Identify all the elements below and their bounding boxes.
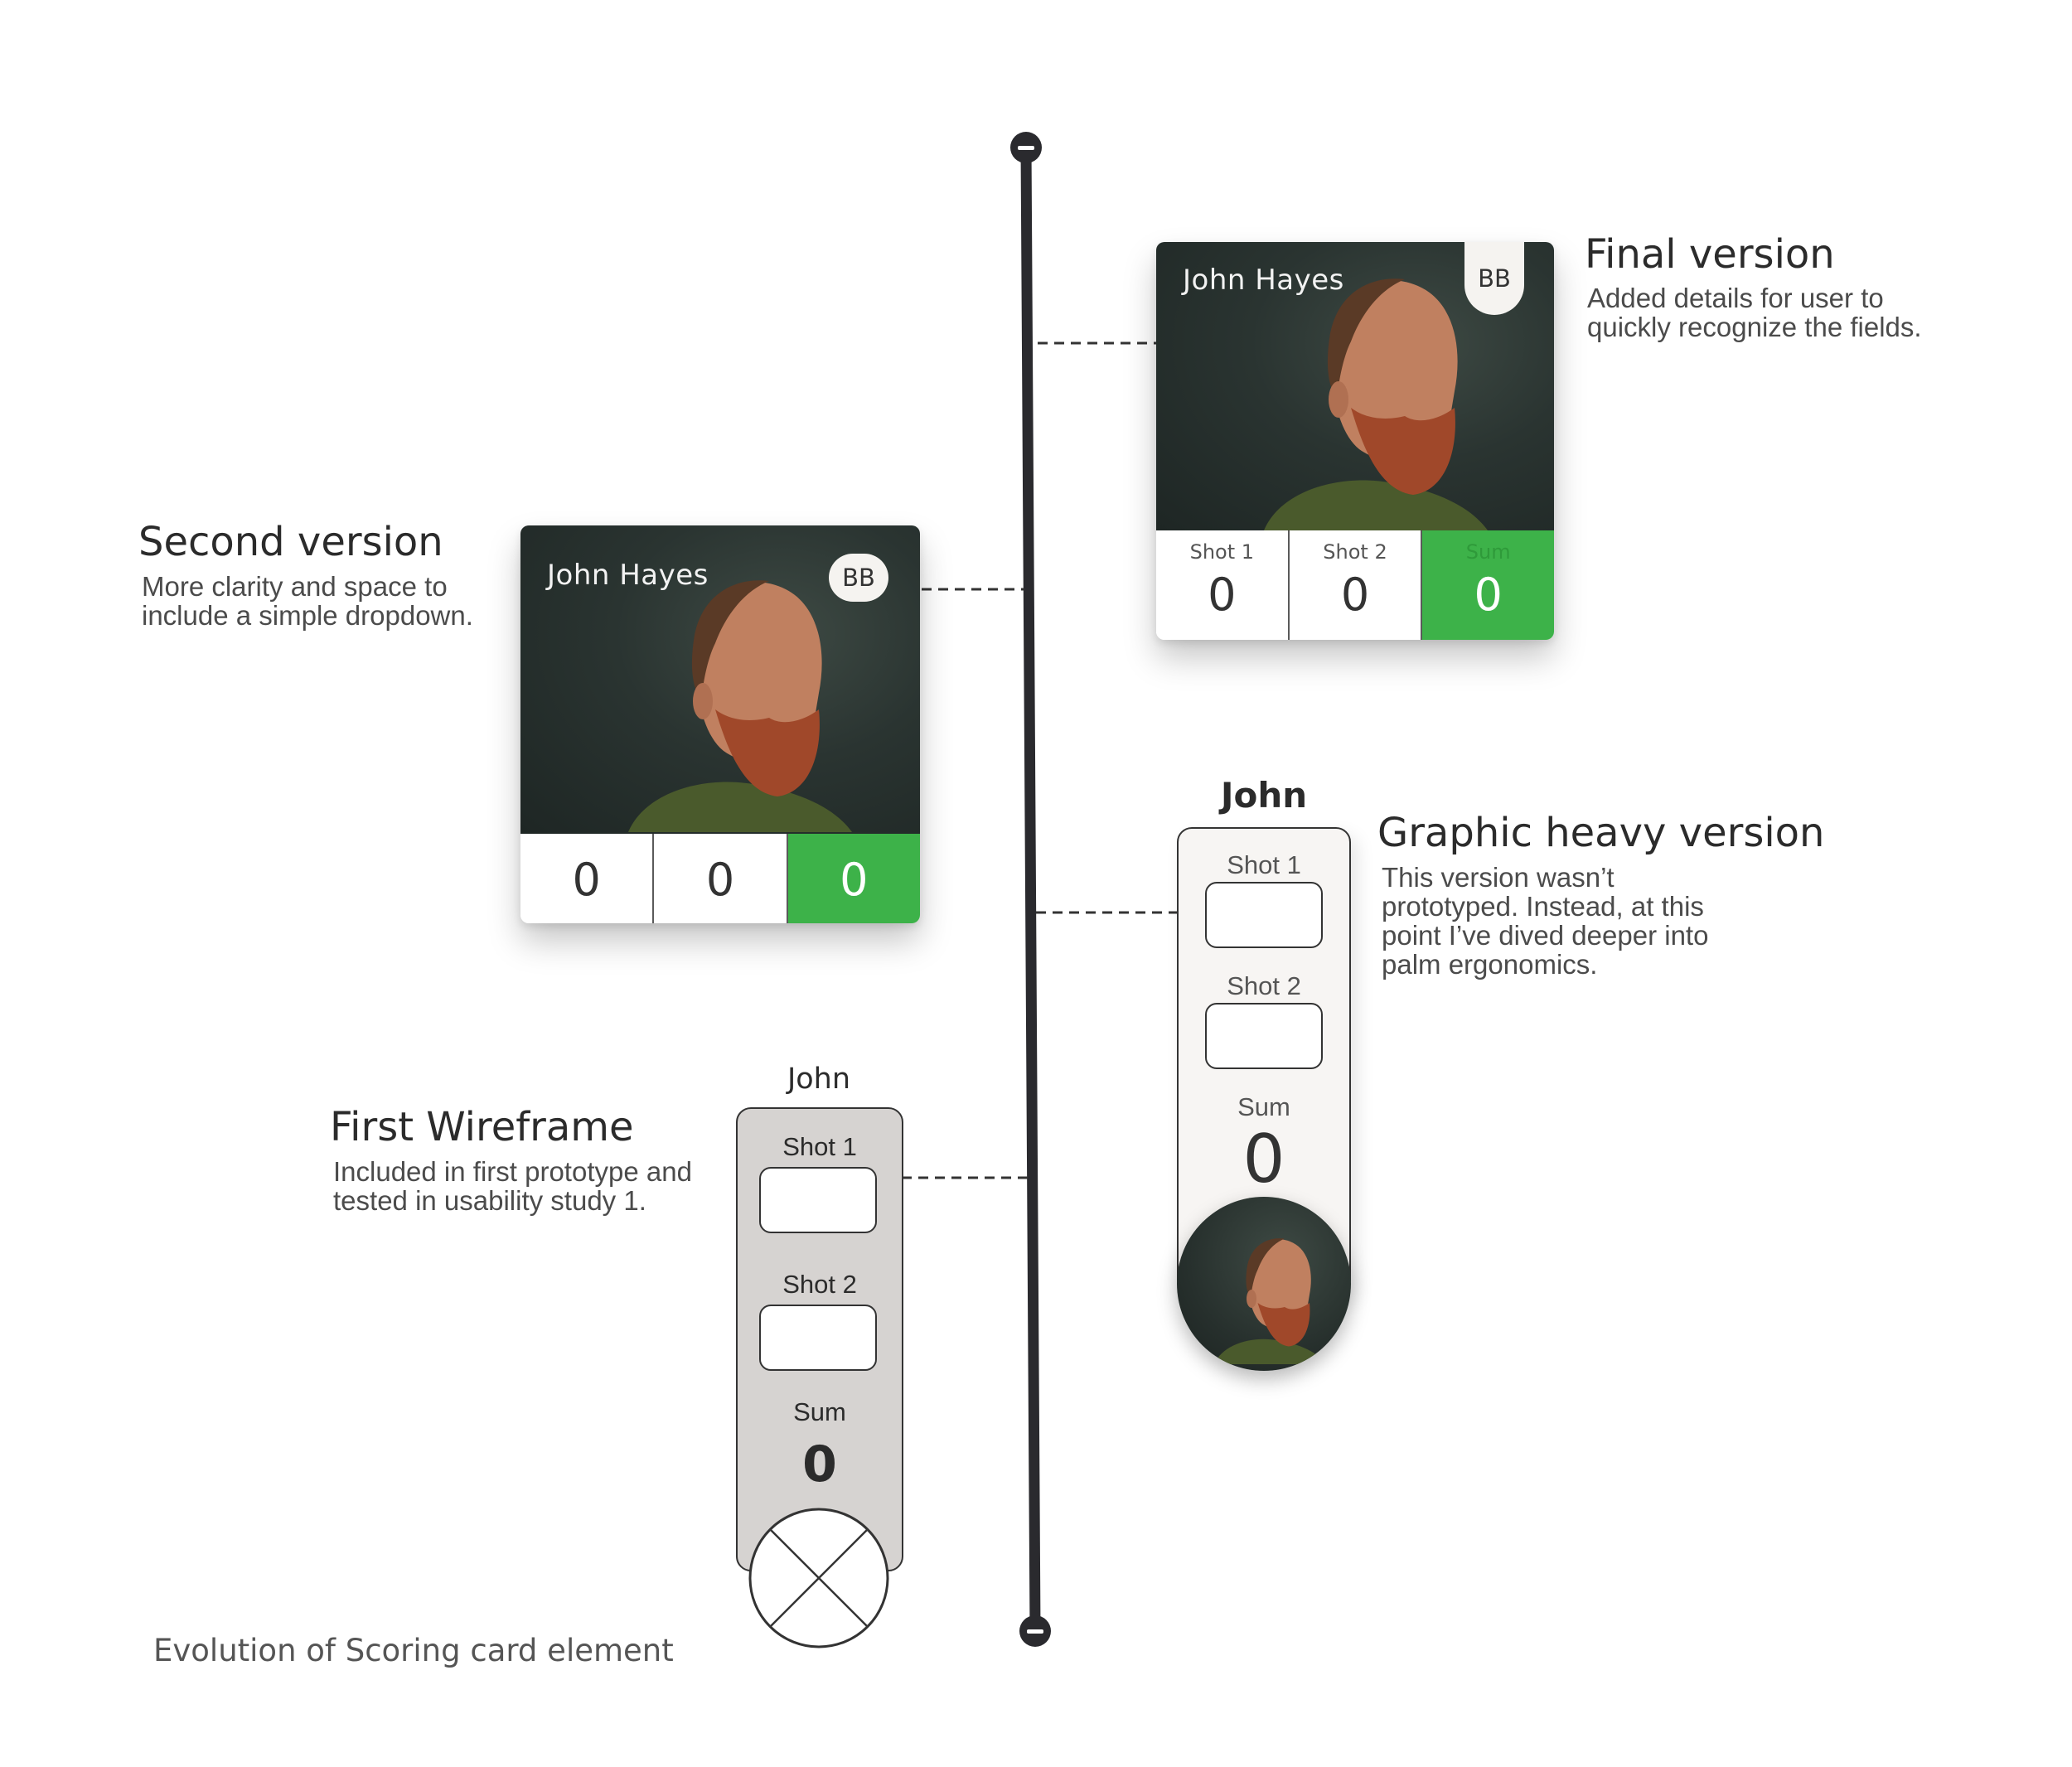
shot-1-cell[interactable]: Shot 1 0 [1156,530,1290,640]
sum-cell: Sum 0 [1422,530,1554,640]
shot-1-value: 0 [1208,569,1237,621]
final-version-title: Final version [1585,231,1835,278]
sum-cell: 0 [787,834,920,923]
sum-label: Sum [1237,1092,1290,1121]
shot-2-cell[interactable]: 0 [654,834,788,923]
shot-2-label: Shot 2 [1323,540,1387,564]
sum-value: 0 [840,854,869,906]
first-wireframe-card[interactable]: Shot 1 Shot 2 Sum 0 [736,1107,903,1571]
shot-2-label: Shot 2 [1227,971,1301,1000]
shot-2-input[interactable] [759,1305,877,1371]
shot-1-label: Shot 1 [782,1132,857,1161]
shot-1-input[interactable] [759,1167,877,1233]
player-name: John Hayes [1183,264,1344,297]
score-row: 0 0 0 [520,834,920,923]
sum-value: 0 [1474,569,1503,621]
shot-2-input[interactable] [1205,1003,1323,1069]
sum-label: Sum [793,1397,846,1426]
shot-1-value: 0 [572,854,601,906]
bearded-man-portrait-icon [1214,1238,1326,1364]
first-wireframe-description: Included in first prototype and tested i… [333,1156,692,1216]
image-placeholder-icon[interactable] [748,1507,890,1649]
shot-2-label: Shot 2 [782,1270,857,1299]
sum-value: 0 [802,1435,837,1493]
player-name: John [1220,775,1308,816]
shot-1-input[interactable] [1205,882,1323,948]
shot-1-label: Shot 1 [1189,540,1255,564]
player-name: John [787,1063,851,1096]
final-version-description: Added details for user to quickly recogn… [1587,283,1922,342]
timeline-start-node [1010,132,1042,163]
shot-2-value: 0 [705,854,735,906]
shot-2-cell[interactable]: Shot 2 0 [1289,530,1423,640]
player-photo: John Hayes BB [520,525,920,834]
second-version-title: Second version [138,519,443,565]
sum-label: Sum [1465,540,1511,564]
score-row: Shot 1 0 Shot 2 0 Sum 0 [1156,530,1554,640]
shot-2-value: 0 [1340,569,1370,621]
player-name: John Hayes [547,559,709,592]
player-initials-badge[interactable]: BB [829,554,888,602]
sum-value: 0 [1242,1121,1285,1198]
shot-1-label: Shot 1 [1227,850,1301,879]
player-initials-badge[interactable]: BB [1464,242,1524,315]
second-version-description: More clarity and space to include a simp… [142,571,473,631]
graphic-version-card[interactable]: Shot 1 Shot 2 Sum 0 [1177,827,1351,1295]
bearded-man-portrait-icon [1264,278,1488,530]
timeline-line [1020,142,1041,1637]
final-version-card[interactable]: John Hayes BB Shot 1 0 Shot 2 0 Sum 0 [1156,242,1554,640]
second-version-card[interactable]: John Hayes BB 0 0 0 [520,525,920,923]
graphic-version-description: This version wasn’t prototyped. Instead,… [1382,862,1709,980]
bearded-man-portrait-icon [628,580,852,832]
player-photo: John Hayes BB [1156,242,1554,530]
first-wireframe-title: First Wireframe [330,1104,634,1150]
shot-1-cell[interactable]: 0 [520,834,655,923]
figure-caption: Evolution of Scoring card element [153,1633,674,1668]
timeline-end-node [1019,1615,1051,1647]
graphic-version-title: Graphic heavy version [1377,810,1825,856]
player-avatar[interactable] [1177,1197,1351,1371]
